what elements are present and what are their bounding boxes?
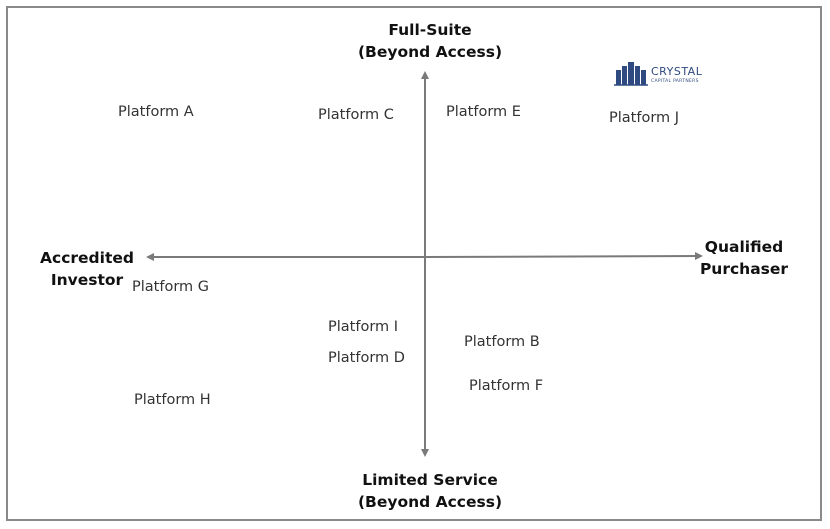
axis-label-right: Qualified Purchaser	[694, 236, 794, 280]
platform-f-label: Platform F	[469, 378, 544, 394]
axis-label-top-line1: Full-Suite	[388, 21, 472, 39]
crystal-capital-logo: CRYSTAL CAPITAL PARTNERS	[614, 60, 704, 88]
platform-c-label: Platform C	[318, 107, 394, 123]
platform-a-label: Platform A	[118, 104, 194, 120]
axis-label-left-line2: Investor	[50, 271, 124, 289]
axis-label-bottom-line2: (Beyond Access)	[357, 493, 503, 511]
platform-i-label: Platform I	[328, 319, 399, 335]
axis-label-bottom-line1: Limited Service	[362, 471, 498, 489]
axis-label-top-line2: (Beyond Access)	[357, 43, 503, 61]
axis-label-top: Full-Suite (Beyond Access)	[330, 19, 530, 63]
horizontal-axis-right-arrow	[424, 252, 703, 261]
platform-g-label: Platform G	[132, 279, 209, 295]
building-logo-icon	[614, 62, 648, 86]
platform-d-label: Platform D	[328, 350, 405, 366]
diagram-frame	[6, 6, 822, 521]
logo-name: CRYSTAL	[651, 65, 703, 78]
platform-e-label: Platform E	[446, 104, 521, 120]
platform-b-label: Platform B	[464, 334, 540, 350]
axis-label-left-line1: Accredited	[40, 249, 134, 267]
axis-label-right-line2: Purchaser	[699, 260, 789, 278]
axis-label-bottom: Limited Service (Beyond Access)	[330, 469, 530, 513]
axis-label-left: Accredited Investor	[32, 247, 142, 291]
logo-subtitle: CAPITAL PARTNERS	[651, 79, 699, 84]
platform-h-label: Platform H	[134, 392, 211, 408]
platform-j-label: Platform J	[609, 110, 680, 126]
axis-label-right-line1: Qualified	[704, 238, 784, 256]
